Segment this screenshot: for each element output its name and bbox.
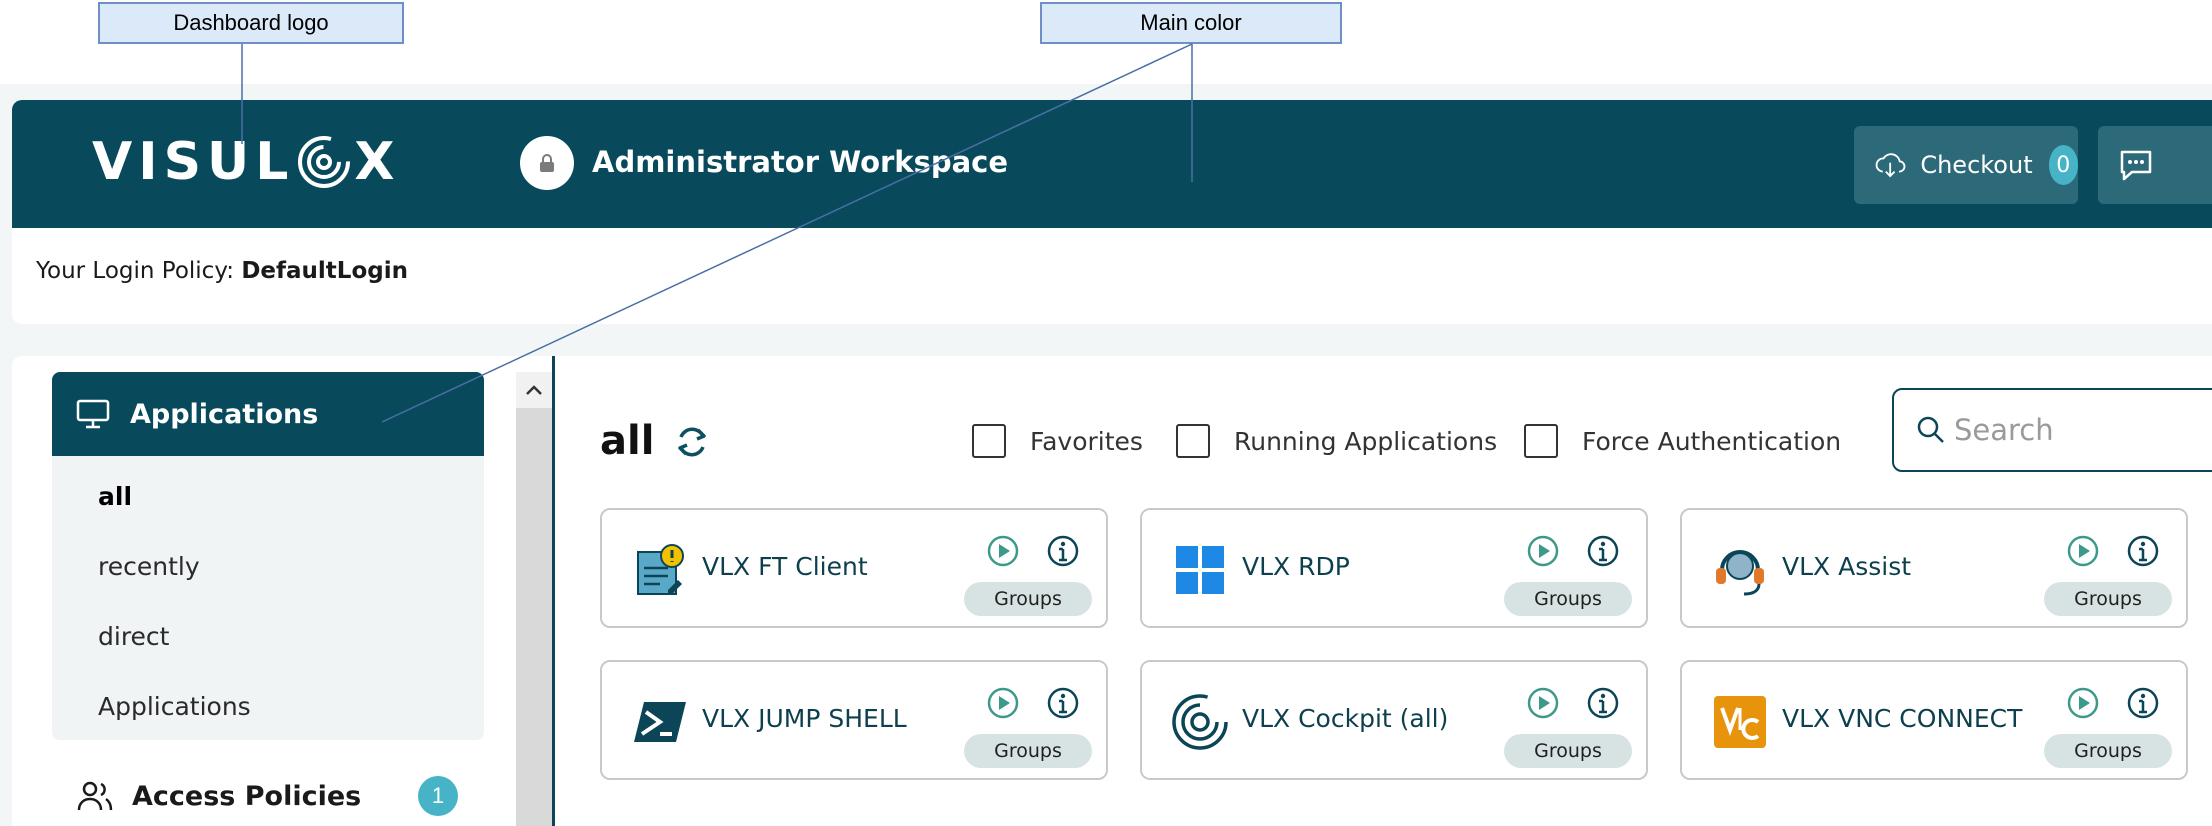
monitor-icon [76,399,110,429]
app-card-rdp[interactable]: VLX RDP Groups [1140,508,1648,628]
app-card-name: VLX RDP [1242,552,1350,581]
login-policy-value: DefaultLogin [241,258,408,284]
favorites-label: Favorites [1030,426,1143,456]
app-card-name: VLX FT Client [702,552,868,581]
info-icon[interactable] [2126,534,2160,568]
workspace-title: Administrator Workspace [592,145,1009,179]
checkout-button[interactable]: Checkout 0 [1854,126,2078,204]
info-icon[interactable] [1046,534,1080,568]
sidebar-applications-header[interactable]: Applications [52,372,484,456]
workspace-lock-icon [520,136,574,190]
app-card-name: VLX Assist [1782,552,1912,581]
vnc-icon [1714,696,1766,748]
logo-spiral-icon [298,136,351,188]
app-card-ft-client[interactable]: VLX FT Client Groups [600,508,1108,628]
logo-text-right: X [354,132,401,192]
sidebar-item-direct[interactable]: direct [98,622,170,651]
logo-callout: Dashboard logo [98,2,404,44]
force-authentication-checkbox-box[interactable] [1524,424,1558,458]
info-icon[interactable] [1046,686,1080,720]
sidebar-scrollbar[interactable] [516,372,552,826]
checkout-label: Checkout [1920,151,2033,179]
app-card-name: VLX JUMP SHELL [702,704,907,733]
play-icon[interactable] [2066,534,2100,568]
running-applications-checkbox-box[interactable] [1176,424,1210,458]
app-card-vnc-connect[interactable]: VLX VNC CONNECT Groups [1680,660,2188,780]
running-applications-label: Running Applications [1234,426,1498,456]
app-card-cockpit[interactable]: VLX Cockpit (all) Groups [1140,660,1648,780]
info-icon[interactable] [1586,686,1620,720]
access-policies-badge: 1 [418,776,458,816]
checkout-count-badge: 0 [2048,145,2078,185]
chat-icon [2120,150,2152,181]
play-icon[interactable] [986,686,1020,720]
headset-icon [1716,550,1764,596]
sidebar-item-all[interactable]: all [98,482,133,511]
cockpit-icon [1172,694,1228,750]
play-icon[interactable] [1526,534,1560,568]
groups-button[interactable]: Groups [2044,734,2172,768]
app-card-jump-shell[interactable]: VLX JUMP SHELL Groups [600,660,1108,780]
info-icon[interactable] [2126,686,2160,720]
app-card-name: VLX Cockpit (all) [1242,704,1449,733]
sidebar-header-label: Applications [130,398,319,430]
windows-icon [1176,546,1224,594]
force-authentication-checkbox[interactable]: Force Authentication [1524,424,1841,458]
favorites-checkbox-box[interactable] [972,424,1006,458]
force-authentication-label: Force Authentication [1582,426,1842,456]
sidebar-item-recently[interactable]: recently [98,552,200,581]
visulox-logo: VISUL X [92,130,401,194]
app-card-name: VLX VNC CONNECT [1782,704,2023,733]
chat-button[interactable] [2098,126,2212,204]
groups-button[interactable]: Groups [1504,734,1632,768]
groups-button[interactable]: Groups [1504,582,1632,616]
users-icon [77,781,113,811]
refresh-icon[interactable] [672,422,712,467]
sidebar-submenu: all recently direct Applications [52,456,484,740]
top-header-bar: VISUL X Administrator Workspace [12,100,2212,228]
filter-title: all [600,418,655,464]
play-icon[interactable] [1526,686,1560,720]
search-input[interactable] [1954,413,2212,447]
chevron-up-icon [526,385,542,395]
logo-text-left: VISUL [92,132,295,192]
favorites-checkbox[interactable]: Favorites [972,424,1143,458]
play-icon[interactable] [2066,686,2100,720]
info-icon[interactable] [1586,534,1620,568]
content-panel: Applications all recently direct Applica… [12,356,2212,826]
play-icon[interactable] [986,534,1020,568]
groups-button[interactable]: Groups [2044,582,2172,616]
ft-client-icon [637,544,684,595]
access-policies-label: Access Policies [132,780,362,812]
color-callout: Main color [1040,2,1342,44]
app-card-assist[interactable]: VLX Assist Groups [1680,508,2188,628]
groups-button[interactable]: Groups [964,734,1092,768]
sidebar-item-access-policies[interactable]: Access Policies [76,780,361,812]
groups-button[interactable]: Groups [964,582,1092,616]
search-icon [1917,416,1944,443]
search-box[interactable] [1892,388,2212,472]
panel-divider [552,356,555,826]
app-window: VISUL X Administrator Workspace [0,84,2212,826]
running-applications-checkbox[interactable]: Running Applications [1176,424,1497,458]
scroll-up-button[interactable] [516,372,552,408]
login-policy-text: Your Login Policy: DefaultLogin [36,258,408,284]
login-policy-label: Your Login Policy: [36,258,235,284]
cloud-download-icon [1875,153,1906,178]
powershell-icon [634,702,686,742]
login-policy-bar: Your Login Policy: DefaultLogin [12,228,2212,324]
sidebar-item-applications[interactable]: Applications [98,692,251,721]
